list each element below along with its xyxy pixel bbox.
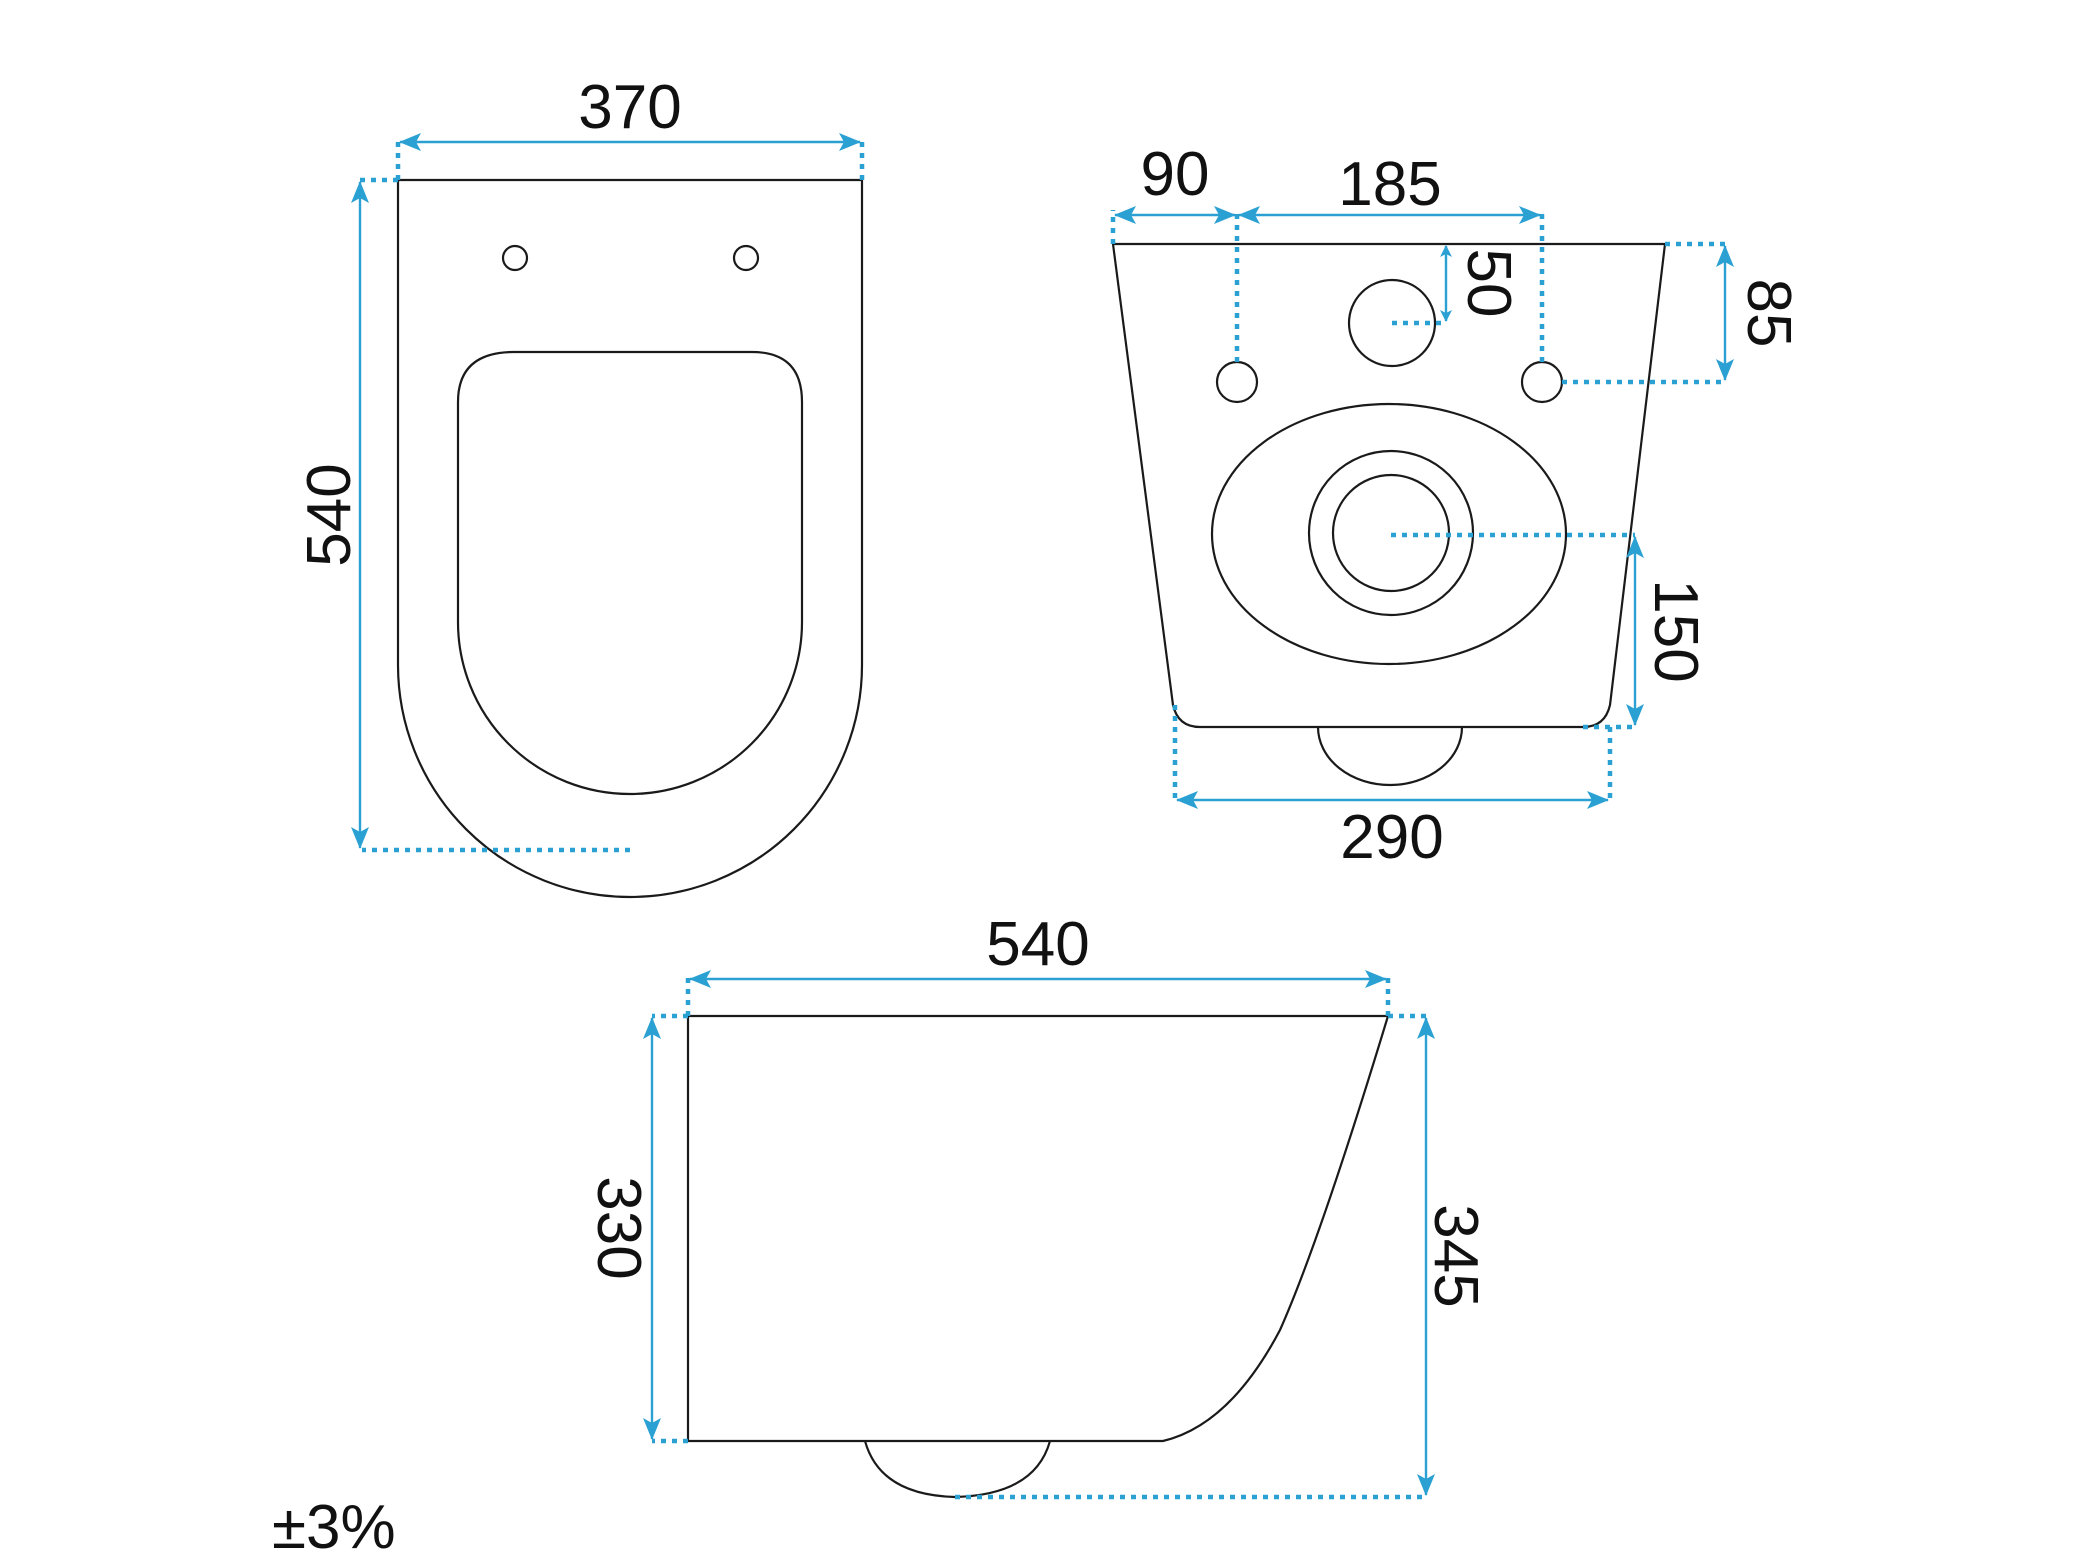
rear-inlet-offset-label: 50 [1454, 249, 1523, 318]
fixing-hole-right [1520, 360, 1564, 404]
tolerance-note: ±3% [272, 1493, 396, 1562]
top-width-label: 370 [578, 73, 681, 142]
side-height-label: 330 [584, 1176, 653, 1279]
lid-inner-outline [456, 350, 804, 796]
rear-body-outline [1111, 242, 1667, 729]
rear-outlet-height-label: 150 [1641, 579, 1710, 682]
side-total-height-label: 345 [1421, 1204, 1490, 1307]
rear-edge-to-hole-label: 90 [1141, 140, 1210, 209]
rear-base-width-label: 290 [1340, 803, 1443, 872]
rear-hole-spacing-label: 185 [1338, 150, 1441, 219]
side-length-label: 540 [986, 910, 1089, 979]
inlet-opening [1347, 278, 1437, 368]
side-view: 540 330 345 [584, 910, 1490, 1500]
top-view: 370 540 [295, 73, 865, 899]
rear-outlet-bulge [1316, 726, 1464, 787]
hinge-hole-right [732, 244, 760, 272]
side-outlet-bulge [863, 1440, 1052, 1499]
top-length-label: 540 [295, 463, 364, 566]
seat-outline [396, 178, 864, 899]
rear-hole-height-label: 85 [1734, 279, 1803, 348]
hinge-hole-left [501, 244, 529, 272]
rear-view: 90 185 50 85 150 290 [1110, 140, 1803, 872]
side-body-outline [686, 1014, 1390, 1443]
fixing-hole-left [1215, 360, 1259, 404]
bowl-ellipse [1210, 402, 1568, 666]
